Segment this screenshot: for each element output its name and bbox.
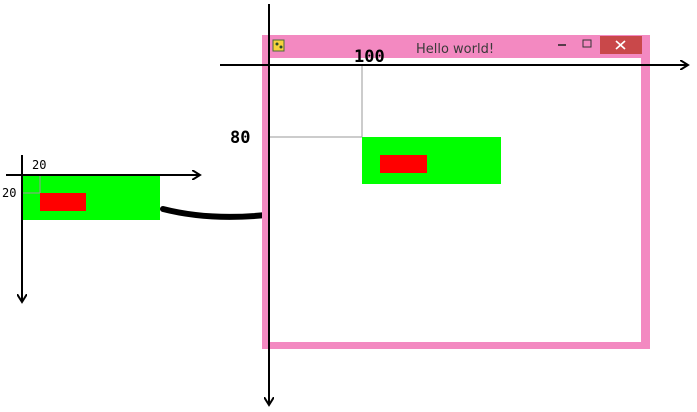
window-inner-red-rect <box>380 155 427 173</box>
window-title: Hello world! <box>416 42 494 57</box>
minimize-button[interactable] <box>551 37 573 53</box>
pygame-window: Hello world! <box>262 35 650 349</box>
window-app-icon <box>272 39 285 52</box>
window-canvas <box>270 58 641 342</box>
left-x-offset-label: 20 <box>32 158 46 172</box>
maximize-button[interactable] <box>576 37 598 53</box>
close-button[interactable] <box>600 36 642 54</box>
left-y-offset-label: 20 <box>2 186 16 200</box>
window-y-offset-label: 80 <box>230 128 250 148</box>
window-x-offset-label: 100 <box>354 47 385 67</box>
left-sketch: 20 20 <box>2 155 200 302</box>
left-inner-red-rect <box>40 193 86 211</box>
maximize-icon <box>582 39 592 48</box>
